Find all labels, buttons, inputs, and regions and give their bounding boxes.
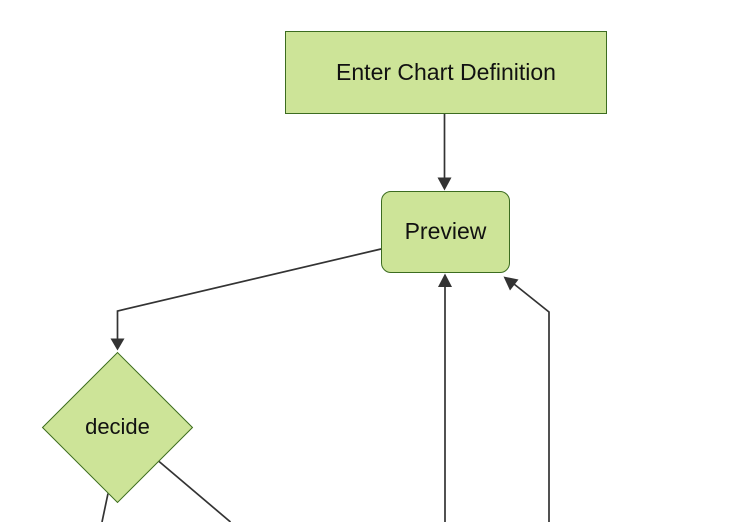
node-enter-chart-definition: Enter Chart Definition: [285, 31, 607, 114]
arrowhead-into-preview-top: [437, 177, 452, 191]
arrowhead-into-preview-corner: [503, 276, 519, 291]
arrowhead-into-decide-top: [110, 338, 125, 351]
arrowhead-into-preview-bottom: [438, 273, 452, 287]
node-preview-label: Preview: [404, 218, 487, 245]
edge-decide-to-bottom-right: [157, 460, 232, 522]
edge-preview-to-decide: [116, 248, 382, 339]
node-enter-chart-definition-label: Enter Chart Definition: [336, 58, 556, 85]
node-decide-label: decide: [85, 414, 150, 439]
edge-bottom-right-to-preview: [508, 279, 550, 522]
edge-decide-to-bottom-left: [101, 493, 109, 522]
node-preview: Preview: [381, 191, 510, 273]
